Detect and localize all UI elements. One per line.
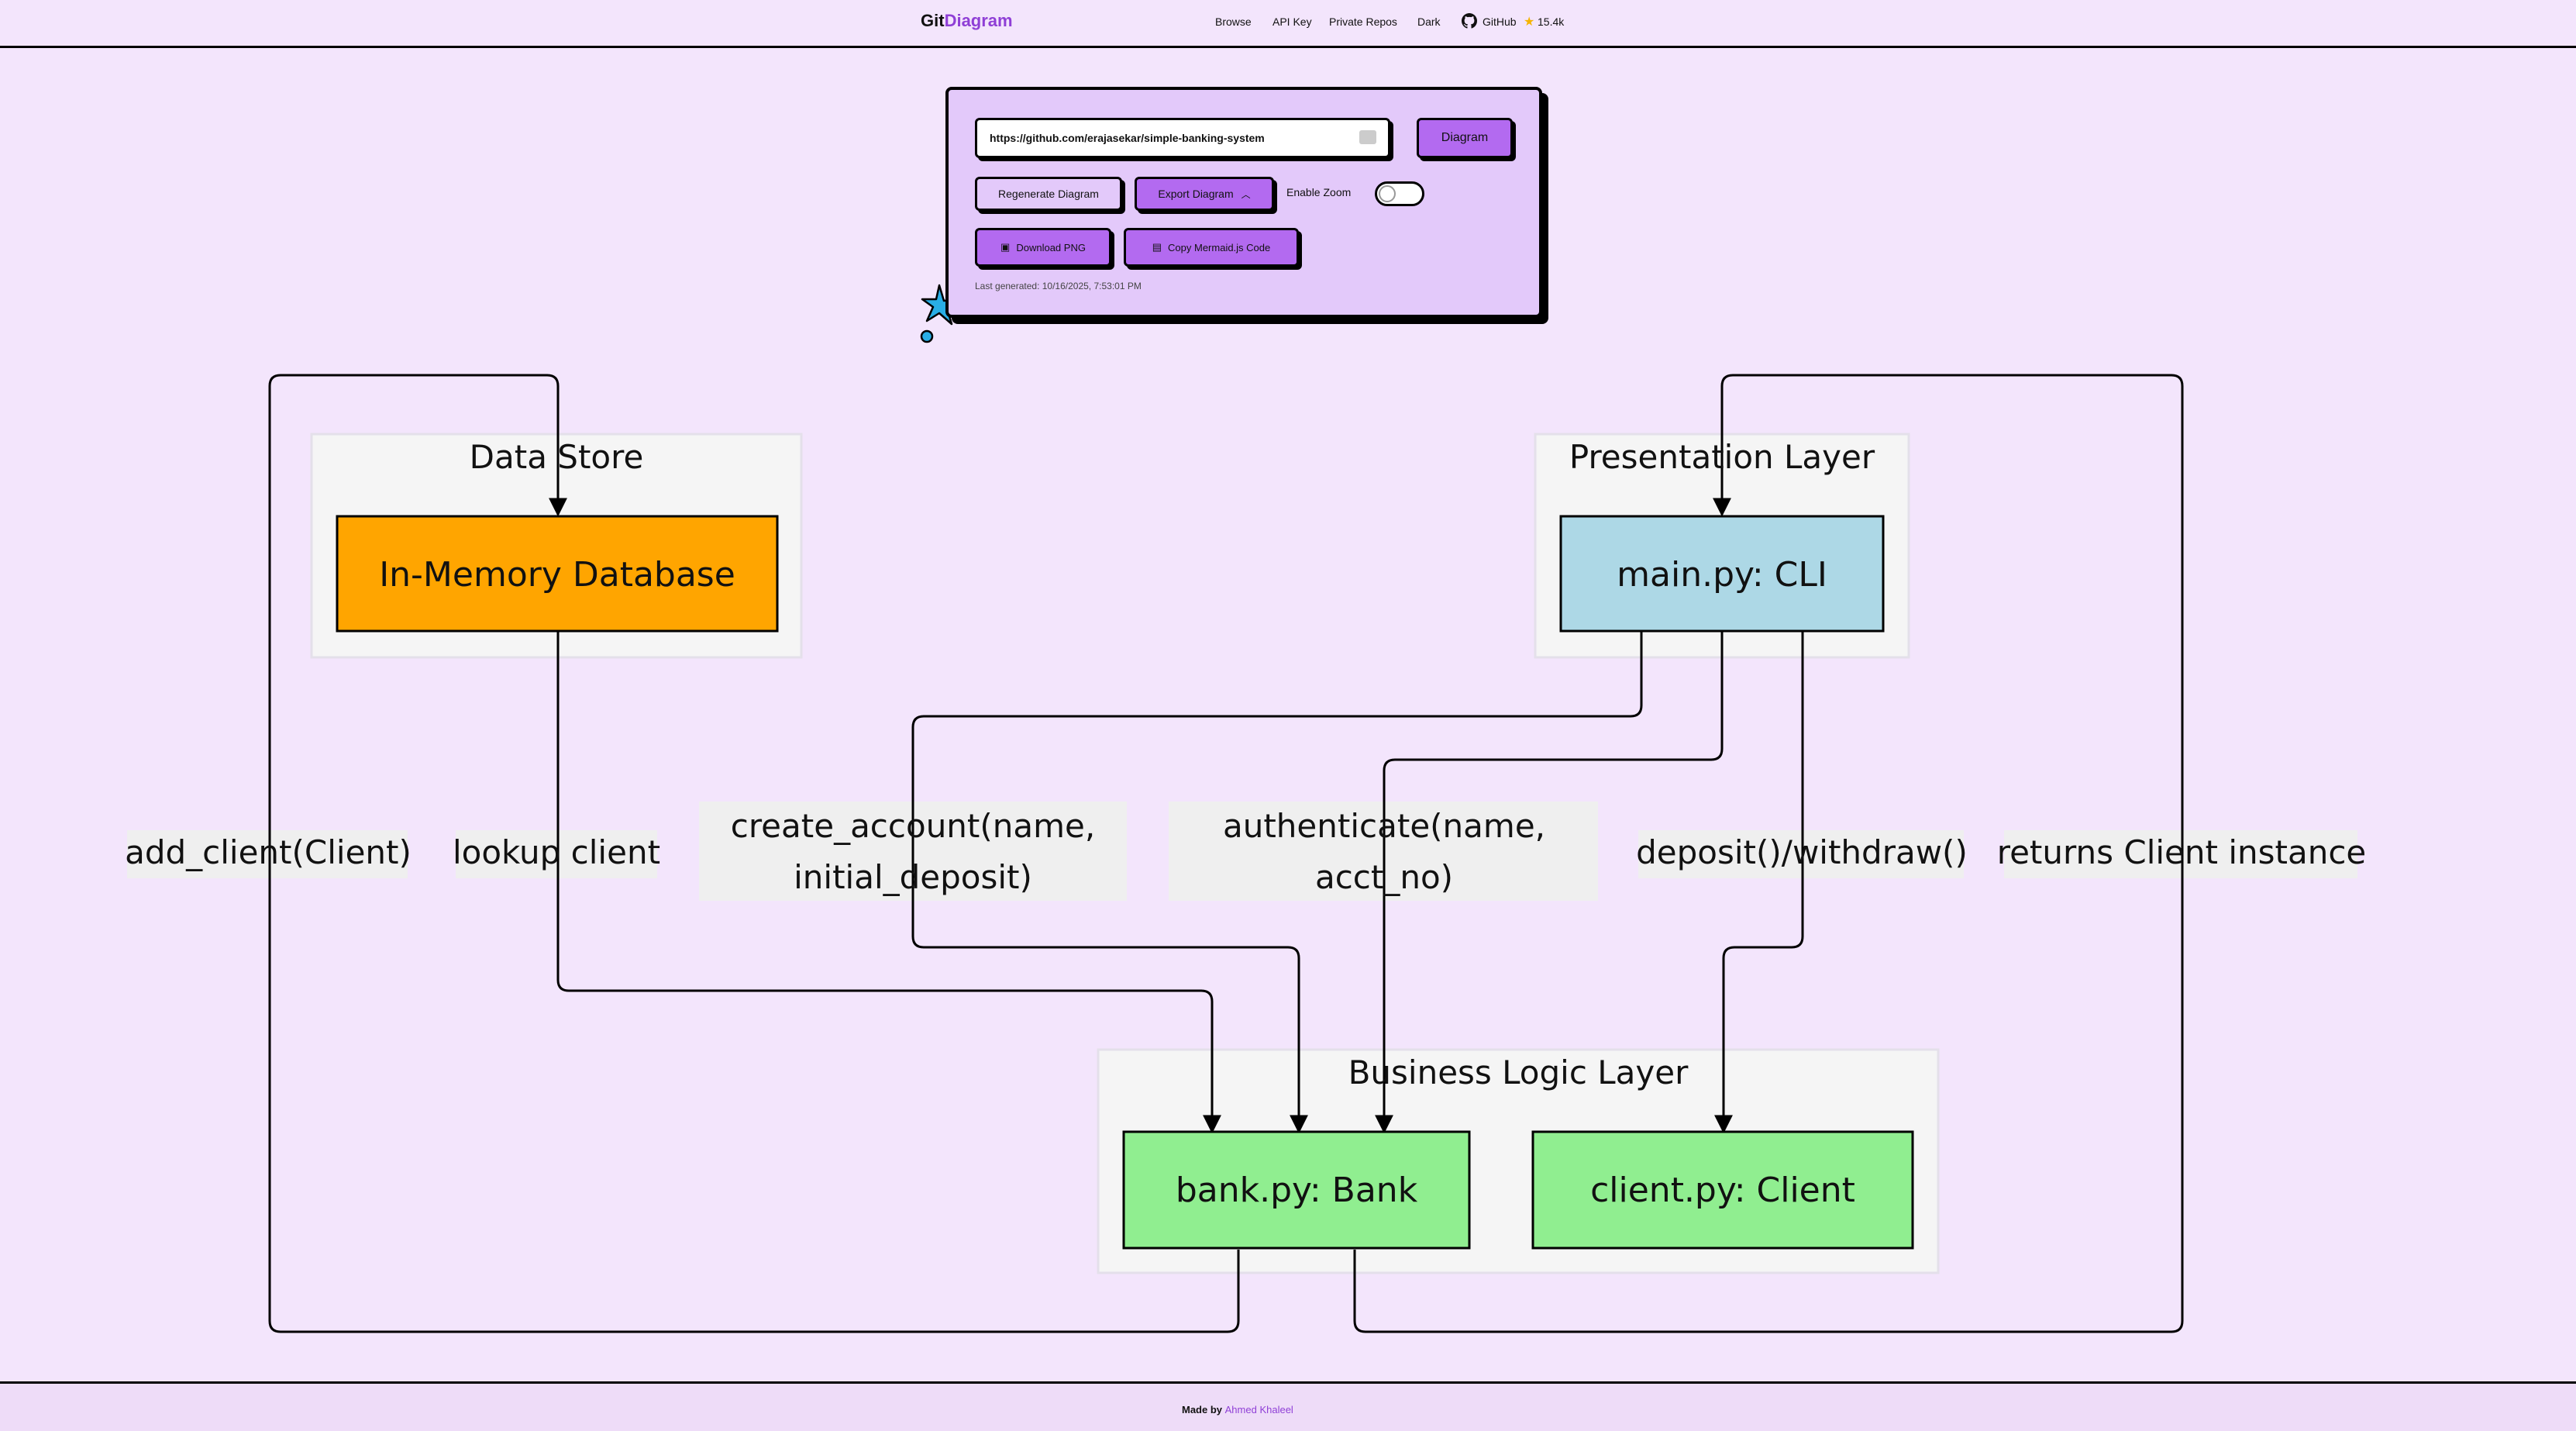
- regenerate-diagram-button[interactable]: Regenerate Diagram: [975, 177, 1122, 211]
- file-icon: ▤: [1152, 241, 1162, 253]
- top-nav-bar: GitDiagram Browse API Key Private Repos …: [0, 0, 2576, 48]
- toggle-knob: [1379, 185, 1396, 202]
- star-icon: ★: [1524, 16, 1535, 29]
- app-logo[interactable]: GitDiagram: [921, 11, 1013, 31]
- enable-zoom-label: Enable Zoom: [1286, 186, 1352, 198]
- client-label: client.py: Client: [1590, 1171, 1855, 1210]
- in-memory-database-label: In-Memory Database: [379, 555, 735, 595]
- bank-label: bank.py: Bank: [1176, 1171, 1418, 1210]
- nav-private-repos-link[interactable]: Private Repos: [1329, 16, 1397, 28]
- diagram-button[interactable]: Diagram: [1417, 118, 1513, 158]
- image-icon: ▣: [1000, 241, 1011, 253]
- repo-url-input[interactable]: [975, 118, 1390, 158]
- copy-mermaid-label: Copy Mermaid.js Code: [1168, 241, 1271, 253]
- github-star-count: 15.4k: [1538, 16, 1565, 28]
- github-icon[interactable]: [1462, 13, 1477, 29]
- edge-label-bg: [1638, 830, 1964, 878]
- edge-label-create-account-line1: create_account(name,: [731, 807, 1096, 845]
- nav-github-link[interactable]: GitHub: [1483, 16, 1517, 28]
- edge-label-bg: [456, 830, 657, 878]
- nav-api-key-link[interactable]: API Key: [1273, 16, 1312, 28]
- edge-label-returns-client: returns Client instance: [1997, 833, 2367, 871]
- edge-label-lookup-client: lookup client: [453, 833, 660, 871]
- bank-node: [1122, 1130, 1471, 1250]
- repo-control-card: Diagram Regenerate Diagram Export Diagra…: [945, 87, 1542, 318]
- nav-dark-toggle[interactable]: Dark: [1417, 16, 1441, 28]
- edge-label-deposit-withdraw: deposit()/withdraw(): [1636, 833, 1968, 871]
- last-generated-text: Last generated: 10/16/2025, 7:53:01 PM: [975, 281, 1142, 291]
- client-node: [1531, 1130, 1914, 1250]
- data-store-title: Data Store: [470, 438, 644, 476]
- export-diagram-label: Export Diagram: [1158, 188, 1234, 200]
- edge-label-bg: [127, 830, 408, 878]
- sparkle-decoration-icon: [920, 284, 961, 343]
- copy-mermaid-button[interactable]: ▤ Copy Mermaid.js Code: [1124, 228, 1299, 267]
- business-logic-title: Business Logic Layer: [1348, 1053, 1689, 1091]
- made-by-text: Made by: [1182, 1404, 1223, 1415]
- author-link[interactable]: Ahmed Khaleel: [1224, 1404, 1293, 1415]
- download-png-button[interactable]: ▣ Download PNG: [975, 228, 1111, 267]
- edge-label-bg: [2004, 830, 2357, 878]
- nav-browse-link[interactable]: Browse: [1215, 16, 1252, 28]
- main-cli-node: [1559, 515, 1885, 633]
- edge-label-authenticate-line1: authenticate(name,: [1223, 807, 1545, 845]
- footer-credit: Made by Ahmed Khaleel: [1182, 1404, 1293, 1415]
- keyboard-icon: [1359, 130, 1376, 144]
- edge-label-authenticate-line2: acct_no): [1315, 858, 1453, 896]
- edge-label-create-account-line2: initial_deposit): [794, 858, 1032, 896]
- chevron-up-icon: ︿: [1241, 188, 1251, 200]
- enable-zoom-toggle[interactable]: [1375, 181, 1424, 206]
- logo-text-git: Git: [921, 11, 945, 30]
- presentation-layer-title: Presentation Layer: [1569, 438, 1875, 476]
- edge-label-add-client: add_client(Client): [125, 833, 412, 871]
- logo-text-diagram: Diagram: [944, 11, 1013, 30]
- download-png-label: Download PNG: [1016, 241, 1086, 253]
- in-memory-database-node: [336, 515, 779, 633]
- footer: Made by Ahmed Khaleel: [0, 1381, 2576, 1431]
- main-cli-label: main.py: CLI: [1617, 555, 1827, 595]
- export-diagram-button[interactable]: Export Diagram ︿: [1135, 177, 1274, 211]
